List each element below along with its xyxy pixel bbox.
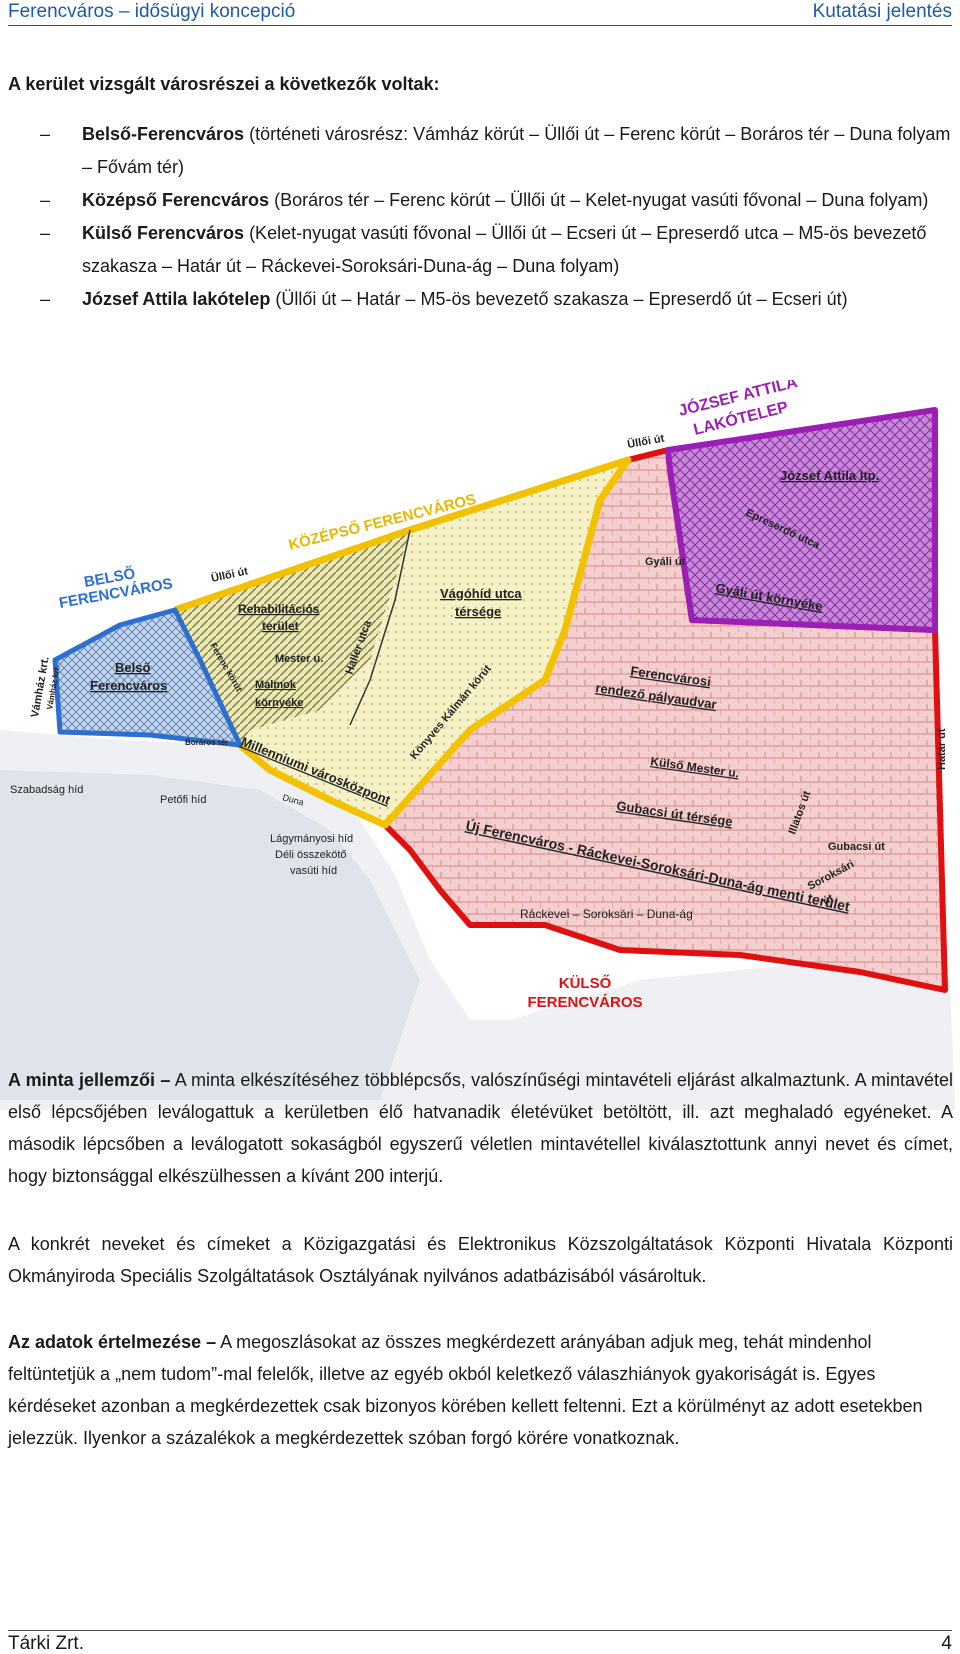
map-label: Mester u. bbox=[275, 653, 323, 665]
header-title: Ferencváros – idősügyi koncepció bbox=[8, 1, 296, 22]
map-label: Üllői út bbox=[210, 564, 249, 585]
map-label: Vágóhíd utca bbox=[440, 586, 522, 601]
district-list: –Belső-Ferencváros (történeti városrész:… bbox=[8, 118, 953, 316]
list-item-name: Belső-Ferencváros bbox=[82, 124, 245, 144]
map-label: Üllői út bbox=[626, 432, 665, 451]
list-item-name: József Attila lakótelep bbox=[82, 289, 271, 309]
list-item-desc: (Üllői út – Határ – M5-ös bevezető szaka… bbox=[270, 289, 848, 309]
map-label: Gubacsi út bbox=[828, 841, 885, 853]
jozsef-attila-area bbox=[665, 407, 938, 633]
river-bank bbox=[0, 770, 420, 1100]
map-label: Déli összekötő bbox=[275, 849, 347, 861]
map-label: térsége bbox=[455, 604, 501, 619]
map-label: Szabadság híd bbox=[10, 784, 83, 796]
map-label: Lágymányosi híd bbox=[270, 833, 353, 845]
list-item: –Külső Ferencváros (Kelet-nyugat vasúti … bbox=[40, 223, 927, 276]
list-item-desc: (Kelet-nyugat vasúti fővonal – Üllői út … bbox=[82, 223, 927, 276]
region-title-kulso: KÜLSŐ FERENCVÁROS bbox=[527, 974, 642, 1011]
list-item: –Belső-Ferencváros (történeti városrész:… bbox=[40, 124, 951, 177]
sample-heading: A minta jellemzői – bbox=[8, 1070, 171, 1090]
belso-area bbox=[52, 607, 243, 748]
map-label: Gyáli út bbox=[645, 556, 686, 568]
svg-text:FERENCVÁROS: FERENCVÁROS bbox=[527, 994, 642, 1011]
interpretation-text: A megoszlásokat az összes megkérdezett a… bbox=[8, 1332, 923, 1448]
map-label: Belső bbox=[115, 660, 150, 675]
map-label: Ferencváros bbox=[90, 678, 167, 693]
list-item-desc: (történeti városrész: Vámház körút – Üll… bbox=[82, 124, 951, 177]
kozepso-outline bbox=[173, 456, 632, 829]
map-label: József Attila ltp. bbox=[780, 468, 879, 483]
map-label: terület bbox=[262, 619, 299, 633]
footer-company: Tárki Zrt. bbox=[8, 1633, 84, 1654]
map-label: Boráros tér bbox=[185, 738, 228, 747]
list-item-name: Középső Ferencváros bbox=[82, 190, 270, 210]
interpretation-paragraph: Az adatok értelmezése – A megoszlásokat … bbox=[8, 1326, 953, 1454]
map-label: Malmok bbox=[255, 679, 297, 691]
map-label: Ráckevei – Soroksári – Duna-ág bbox=[520, 907, 693, 921]
section-heading: A kerület vizsgált városrészei a követke… bbox=[8, 74, 440, 94]
map-label: környéke bbox=[255, 697, 303, 709]
page-header: Ferencváros – idősügyi koncepció Kutatás… bbox=[8, 0, 952, 26]
map-label: Rehabilitációs bbox=[238, 602, 320, 616]
source-paragraph: A konkrét neveket és címeket a Közigazga… bbox=[8, 1234, 953, 1286]
sample-text: A minta elkészítéséhez többlépcsős, való… bbox=[8, 1070, 953, 1186]
map-label: Határ út bbox=[936, 728, 948, 770]
haller-street-line bbox=[349, 529, 411, 726]
interpretation-heading: Az adatok értelmezése – bbox=[8, 1332, 217, 1352]
list-item-desc: (Boráros tér – Ferenc körút – Üllői út –… bbox=[269, 190, 929, 210]
kozepso-area-hatch bbox=[175, 530, 410, 745]
page-number: 4 bbox=[941, 1633, 952, 1654]
region-title-belso: BELSŐ FERENCVÁROS bbox=[58, 564, 174, 612]
district-map-svg: JÓZSEF ATTILA LAKÓTELEP KÖZÉPSŐ FERENCVÁ… bbox=[0, 380, 955, 1110]
map-label: vasúti híd bbox=[290, 865, 337, 877]
district-map: JÓZSEF ATTILA LAKÓTELEP KÖZÉPSŐ FERENCVÁ… bbox=[0, 380, 960, 1110]
list-item-name: Külső Ferencváros bbox=[82, 223, 245, 243]
svg-text:KÜLSŐ: KÜLSŐ bbox=[559, 974, 612, 992]
header-section: Kutatási jelentés bbox=[812, 1, 952, 22]
map-label: Petőfi híd bbox=[160, 794, 206, 806]
page-footer: Tárki Zrt. 4 bbox=[8, 1630, 952, 1654]
sample-paragraph: A minta jellemzői – A minta elkészítéséh… bbox=[8, 1064, 953, 1192]
list-item: –József Attila lakótelep (Üllői út – Hat… bbox=[40, 289, 848, 309]
kozepso-area-dots bbox=[175, 460, 628, 825]
list-item: –Középső Ferencváros (Boráros tér – Fere… bbox=[40, 190, 929, 210]
